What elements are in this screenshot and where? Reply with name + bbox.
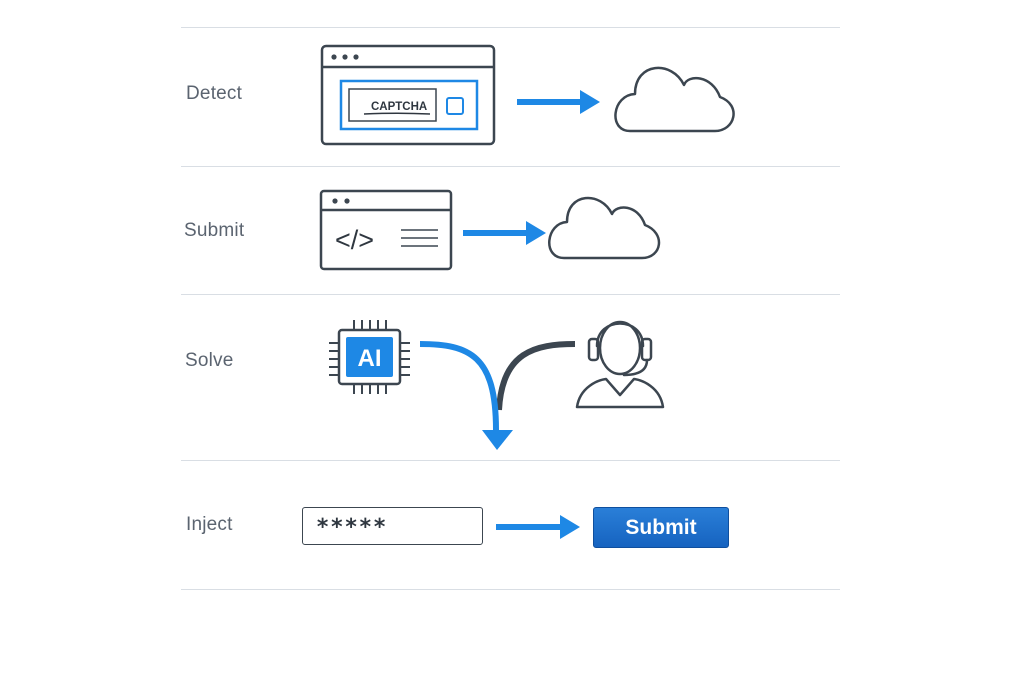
divider-1 [181, 166, 840, 167]
cloud-icon [614, 66, 735, 133]
chip-text: AI [358, 345, 382, 372]
merge-arrow-icon [496, 341, 576, 411]
divider-2 [181, 294, 840, 295]
merge-arrow-icon [419, 341, 499, 431]
browser-window-icon [320, 44, 496, 146]
step-label-detect: Detect [186, 83, 243, 104]
captcha-text: CAPTCHA [371, 101, 427, 113]
divider-3 [181, 460, 840, 461]
arrow-right-icon [496, 515, 580, 539]
step-label-inject: Inject [186, 514, 233, 535]
checkbox-icon [446, 97, 464, 115]
code-window-icon: </> [319, 189, 453, 271]
divider-top [181, 27, 840, 28]
ai-chip-icon: AI [329, 320, 410, 394]
step-label-submit: Submit [184, 220, 245, 241]
password-field[interactable]: ***** [302, 507, 483, 545]
submit-button[interactable]: Submit [593, 507, 729, 548]
divider-bottom [181, 589, 840, 590]
arrow-right-icon [517, 90, 600, 114]
step-label-solve: Solve [185, 350, 234, 371]
arrow-down-head [482, 430, 513, 450]
code-glyph: </> [335, 225, 374, 255]
human-operator-icon [575, 320, 665, 409]
captcha-box-icon: CAPTCHA [339, 79, 479, 131]
cloud-icon [548, 196, 661, 260]
arrow-right-icon [463, 221, 546, 245]
